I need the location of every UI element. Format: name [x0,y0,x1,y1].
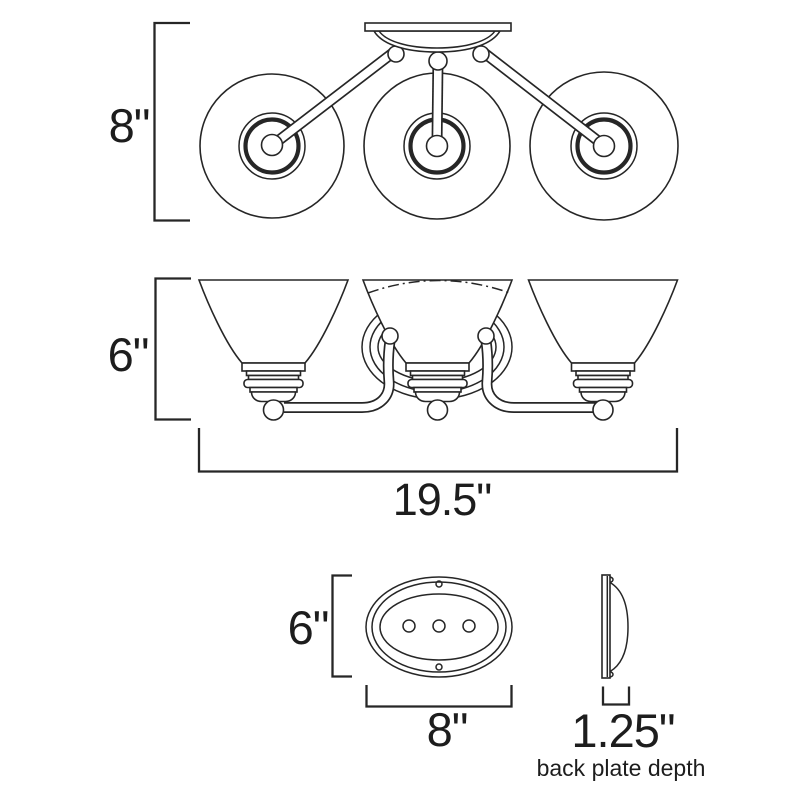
fitter-left [241,362,306,403]
screw-hole-top [435,580,443,588]
backplate-depth-caption: back plate depth [536,755,706,781]
canopy-knuckle-center [428,51,448,71]
mounting-bar [364,22,512,32]
top-view-finial-center [425,134,449,158]
front-shade-center-back-rim [367,279,511,294]
front-view-height-label: 6" [107,328,150,381]
depth-bracket [601,686,631,706]
socket-hole-right [462,619,476,633]
socket-hole-center [432,619,446,633]
backplate-front-view [331,574,513,708]
fitter-center [405,362,470,403]
front-view-width-bracket [197,428,679,473]
top-view-arms [270,47,606,149]
front-view [154,277,679,473]
backplate-depth-label: 1.25" [571,704,675,757]
top-view-height-label: 8" [108,99,151,152]
backplate-width-bracket [365,685,513,708]
side-dome [609,576,614,584]
backplate-height-label: 6" [287,601,330,654]
front-finial-right [592,399,614,421]
top-view-finial-right [592,134,616,158]
front-finial-center [426,399,449,421]
top-view-canopy [364,22,512,71]
front-view-height-bracket [154,277,191,421]
backplate-side-view [601,574,631,706]
backplate-width-label: 8" [426,703,469,756]
fitter-right [570,362,636,403]
top-view-height-bracket [153,21,190,222]
screw-hole-bottom [435,663,443,671]
backplate-height-bracket [331,574,352,678]
top-view [153,21,679,222]
canopy-knuckle-right [472,45,490,63]
front-shade-right [527,279,679,364]
front-view-width-label: 19.5" [392,474,493,525]
side-plate [601,574,611,679]
front-finial-left [262,399,285,421]
top-view-finial-left [260,133,284,157]
front-shade-left [198,279,349,364]
arm-knuckle-left [381,327,399,345]
socket-hole-left [402,619,416,633]
arm-knuckle-right [477,327,495,345]
front-view-arms [284,340,596,413]
